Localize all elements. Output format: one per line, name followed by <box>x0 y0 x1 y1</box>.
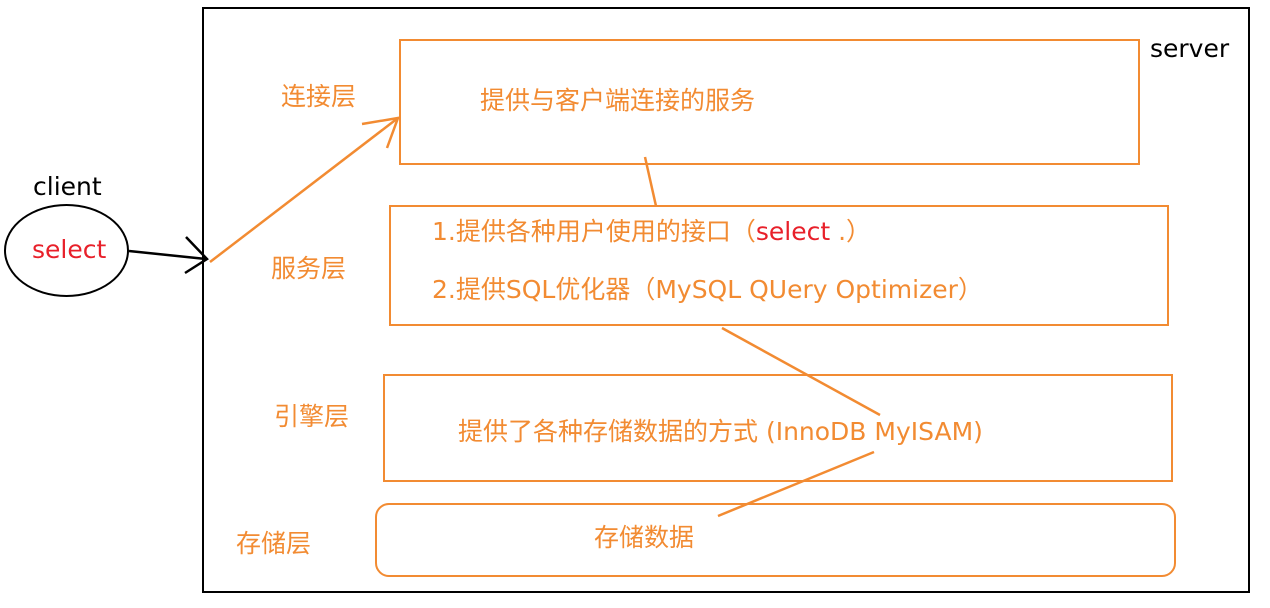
client-label: client <box>33 172 102 201</box>
storage-layer-label: 存储层 <box>236 529 312 558</box>
connection-layer-description: 提供与客户端连接的服务 <box>480 86 756 115</box>
server-frame <box>202 7 1250 593</box>
service-layer-line-1: 1.提供各种用户使用的接口（select .） <box>432 219 871 244</box>
engine-layer-label: 引擎层 <box>274 402 350 431</box>
service-layer-line-2: 2.提供SQL优化器（MySQL QUery Optimizer） <box>432 275 983 304</box>
storage-layer-description: 存储数据 <box>594 523 695 552</box>
service-line-1-suffix: .） <box>830 217 872 246</box>
engine-layer-description: 提供了各种存储数据的方式 (InnoDB MyISAM) <box>458 417 983 446</box>
server-label: server <box>1150 34 1230 63</box>
storage-layer-box <box>375 503 1176 577</box>
client-ellipse <box>4 204 129 297</box>
connection-layer-label: 连接层 <box>281 82 357 111</box>
service-line-1-select: select <box>755 217 831 246</box>
connection-layer-box <box>399 39 1140 165</box>
client-to-server-arrow-line <box>128 249 207 261</box>
service-line-1-prefix: 1.提供各种用户使用的接口（ <box>432 217 756 246</box>
client-select-text: select <box>32 235 107 264</box>
service-layer-label: 服务层 <box>271 254 347 283</box>
service-layer-box <box>389 205 1169 326</box>
